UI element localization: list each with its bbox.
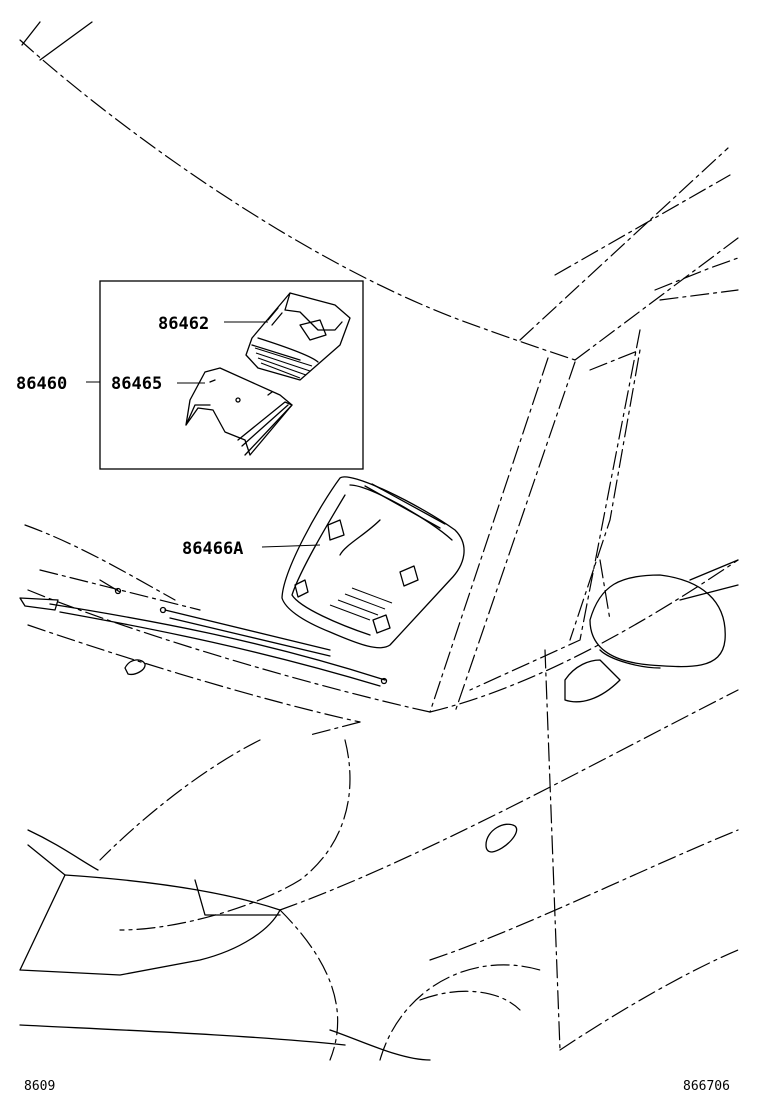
assembly-frame <box>99 280 364 470</box>
callout-assembly: 86460 <box>16 374 67 394</box>
callout-bracket: 86465 <box>111 374 162 394</box>
bracket-part <box>185 367 293 456</box>
callout-cover: 86466A <box>182 539 243 559</box>
vehicle-outline <box>19 21 739 1061</box>
lamp-lens-part <box>245 292 351 381</box>
callout-lens: 86462 <box>158 314 209 334</box>
footer-left-code: 8609 <box>24 1079 55 1094</box>
console-housing-part <box>281 476 465 649</box>
leader-lines <box>86 321 321 548</box>
footer-right-code: 866706 <box>683 1079 730 1094</box>
